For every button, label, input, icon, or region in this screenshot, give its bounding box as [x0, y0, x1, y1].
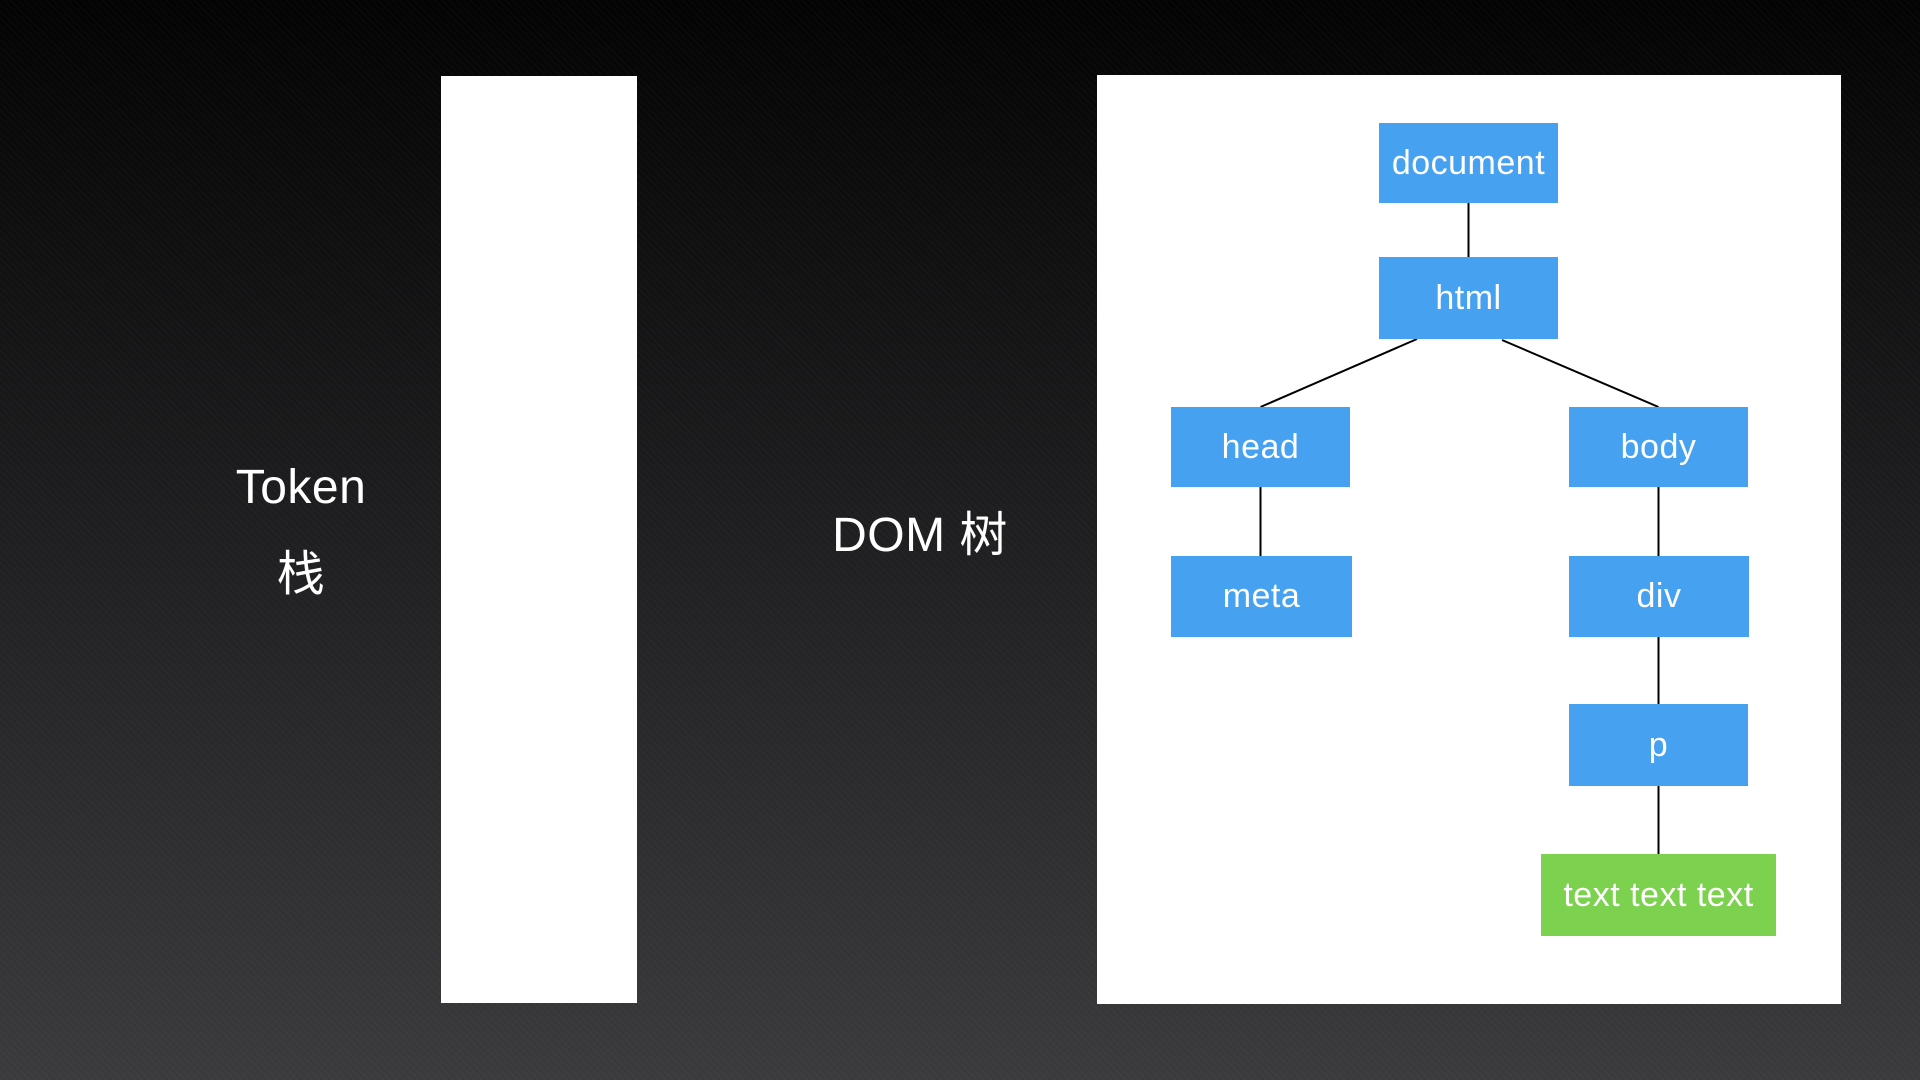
- tree-node-meta: meta: [1171, 556, 1352, 637]
- dom-tree-label: DOM 树: [832, 509, 1008, 562]
- tree-edge-html-head: [1260, 338, 1418, 408]
- tree-node-p: p: [1569, 704, 1748, 786]
- tree-node-div: div: [1569, 556, 1749, 637]
- tree-node-text: text text text: [1541, 854, 1776, 936]
- tree-node-body: body: [1569, 407, 1748, 487]
- dom-tree-panel: document html head body meta div p text text te…: [1097, 75, 1841, 1004]
- token-stack-label-line2: 栈: [276, 548, 326, 602]
- token-stack-label: Token 栈: [151, 460, 451, 602]
- tree-node-html: html: [1379, 257, 1558, 339]
- tree-edges: [1259, 203, 1660, 854]
- tree-node-head: head: [1171, 407, 1350, 487]
- token-stack-label-line1: Token: [235, 461, 367, 514]
- tree-node-document: document: [1379, 123, 1558, 203]
- token-stack-box: [441, 76, 637, 1003]
- tree-edge-html-body: [1501, 339, 1659, 408]
